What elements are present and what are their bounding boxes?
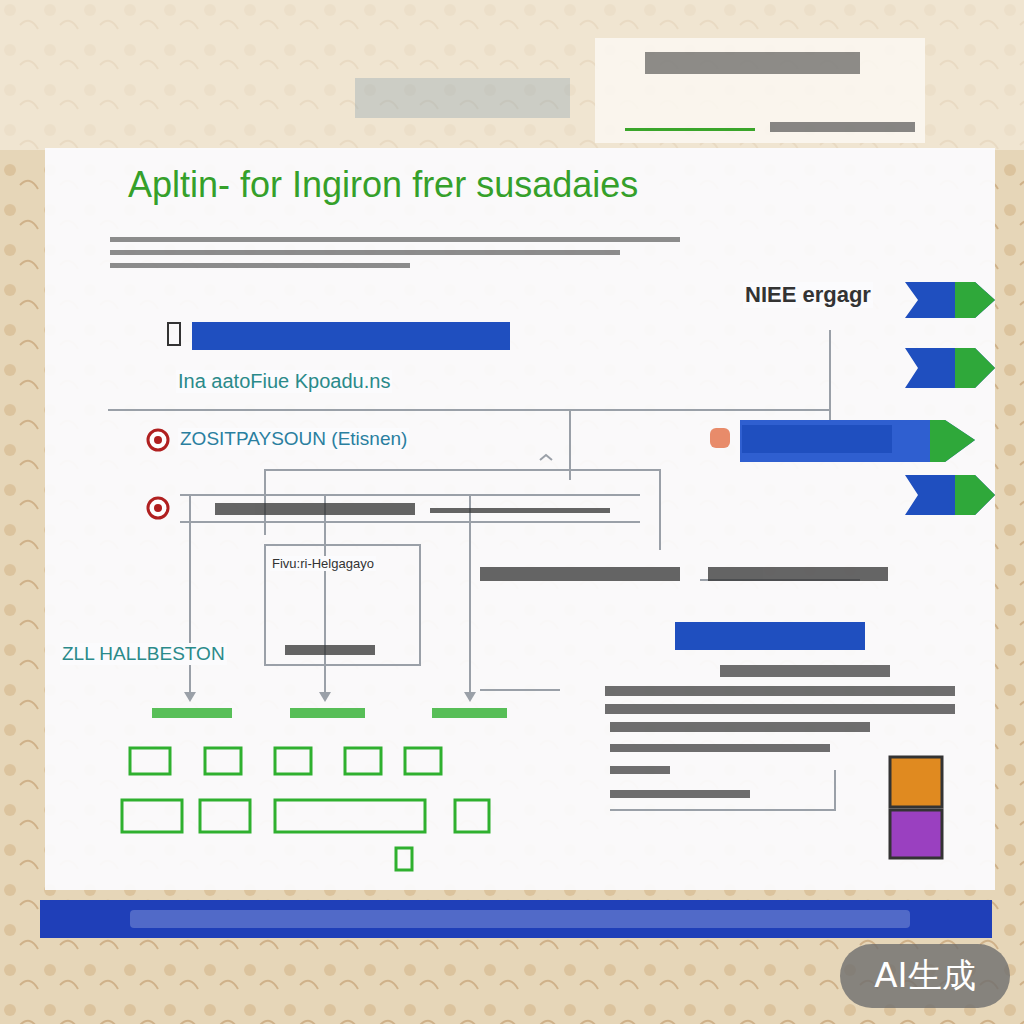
arrow-text-bar — [742, 425, 892, 453]
thumb-icon — [890, 757, 942, 807]
header-rule — [625, 128, 755, 131]
header-bar — [770, 122, 915, 132]
garbled-row — [215, 503, 888, 655]
bullet-icon — [710, 428, 730, 448]
green-captions — [152, 708, 507, 718]
band-glyphs — [130, 910, 910, 928]
arrowheads — [184, 692, 476, 702]
label: ZOSITPAYSOUN (Etisnen) — [178, 428, 409, 450]
blue-bar — [192, 322, 510, 350]
label: NIEE ergagr — [743, 282, 873, 308]
small-text-lines — [110, 237, 680, 268]
title: Apltin- for Ingiron frer susadaies — [128, 164, 638, 206]
right-arrows — [740, 282, 995, 515]
header-patch — [595, 38, 925, 143]
bottom-band — [40, 900, 992, 938]
top-strip — [0, 0, 1024, 150]
label: Fivu:ri-Helgagayo — [270, 556, 376, 571]
panel — [45, 148, 995, 890]
header-scribble — [645, 52, 860, 74]
green-icons — [122, 748, 489, 870]
label: ZLL HALLBESTON — [60, 643, 227, 665]
label: Ina aatoFiue Kpoadu.ns — [176, 370, 392, 393]
blue-tag — [675, 622, 865, 650]
watermark-pill: AI生成 — [840, 944, 1010, 1008]
circle-icons — [148, 430, 168, 518]
thumb-icon — [890, 810, 942, 858]
header-scribble — [355, 78, 570, 118]
bullet-box — [168, 323, 180, 345]
watermark-text: AI生成 — [874, 953, 975, 999]
